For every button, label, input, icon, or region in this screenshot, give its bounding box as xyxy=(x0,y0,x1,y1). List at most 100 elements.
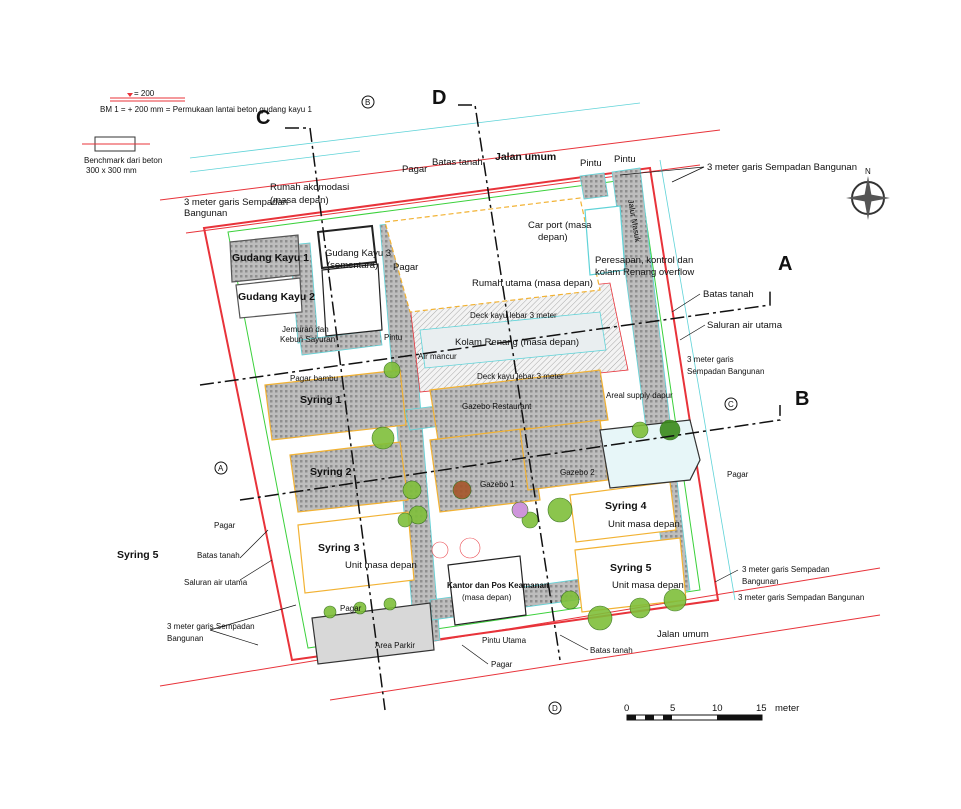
label-pagar-parkir: Pagar xyxy=(340,604,362,613)
svg-text:D: D xyxy=(552,704,558,713)
scale-tick-15: 15 xyxy=(756,703,767,714)
label-jalan-umum-top: Jalan umum xyxy=(495,151,556,163)
svg-text:kolam Renang overflow: kolam Renang overflow xyxy=(595,267,694,278)
svg-text:(masa depan): (masa depan) xyxy=(462,593,512,602)
label-gazebo-2: Gazebo 2 xyxy=(560,468,595,477)
label-kantor: Kantor dan Pos Keamanan xyxy=(447,581,549,590)
label-saluran-left: Saluran air utama xyxy=(184,578,248,587)
label-pintu-mid: Pintu xyxy=(384,333,402,342)
label-batas-tanah-bottom: Batas tanah xyxy=(590,646,633,655)
scale-tick-10: 10 xyxy=(712,703,723,714)
syring-2 xyxy=(289,441,409,513)
label-pagar-bambu: Pagar bambu xyxy=(290,374,338,383)
label-sempadan-right: 3 meter garis xyxy=(687,355,734,364)
benchmark-note: BM 1 = + 200 mm = Permukaan lantai beton… xyxy=(100,105,312,114)
scale-bar: 0 5 10 15 meter xyxy=(624,703,799,721)
scale-tick-0: 0 xyxy=(624,703,629,714)
leader-lines xyxy=(209,166,739,665)
label-batas-tanah-top: Batas tanah xyxy=(432,157,483,168)
label-syring-4: Syring 4 xyxy=(605,500,647,512)
gazebo-2 xyxy=(519,419,609,491)
label-pagar-left: Pagar xyxy=(214,521,236,530)
label-syring-5-outside: Syring 5 xyxy=(117,549,159,561)
label-jemuran: Jemuran dan xyxy=(282,325,329,334)
syring-1 xyxy=(264,369,407,441)
label-pagar-right: Pagar xyxy=(727,470,749,479)
section-b-label: B xyxy=(795,388,809,410)
elevation-marker-b: B xyxy=(361,95,375,109)
label-syring-3: Syring 3 xyxy=(318,542,360,554)
label-pagar-bottom: Pagar xyxy=(491,660,513,669)
kolam-ikan xyxy=(599,419,701,489)
gudang-kayu-1 xyxy=(229,234,301,283)
pool-area xyxy=(409,282,629,393)
label-jalan-umum-bottom: Jalan umum xyxy=(657,629,709,640)
kantor xyxy=(447,555,527,626)
label-areal-supply: Areal supply dapur xyxy=(606,391,673,400)
peresapan xyxy=(584,205,626,276)
label-area-parkir: Area Parkir xyxy=(375,641,415,650)
label-sempadan-top-left: 3 meter garis Sempadan xyxy=(184,197,288,208)
label-deck-1: Deck kayu lebar 3 meter xyxy=(470,311,557,320)
label-deck-2: Deck kayu lebar 3 meter xyxy=(477,372,564,381)
label-pagar-top: Pagar xyxy=(402,164,427,175)
benchmark-level: = 200 xyxy=(134,89,155,98)
elevation-marker-a: A xyxy=(214,461,228,475)
label-pintu-utama: Pintu Utama xyxy=(482,636,527,645)
label-pagar-gudang: Pagar xyxy=(393,262,418,273)
section-d-label: D xyxy=(432,87,446,109)
elevation-marker-c: C xyxy=(724,397,738,411)
gudang-kayu-3 xyxy=(321,263,383,337)
label-batas-tanah-left: Batas tanah xyxy=(197,551,240,560)
label-gudang-kayu-1: Gudang Kayu 1 xyxy=(232,252,309,264)
rumah-akomodasi xyxy=(316,224,378,270)
svg-text:Kebun Sayuran: Kebun Sayuran xyxy=(280,335,335,344)
site-boundary xyxy=(202,166,720,662)
benchmark-detail: = 200 BM 1 = + 200 mm = Permukaan lantai… xyxy=(82,89,312,175)
elevation-marker-d: D xyxy=(548,701,562,715)
label-batas-tanah-right: Batas tanah xyxy=(703,289,754,300)
label-kolam-renang: Kolam Renang (masa depan) xyxy=(455,337,579,348)
label-pintu-1: Pintu xyxy=(580,158,602,169)
label-car-port: Car port (masa xyxy=(528,220,592,231)
label-peresapan: Peresapan, kontrol dan xyxy=(595,255,693,266)
label-gudang-kayu-2: Gudang Kayu 2 xyxy=(238,291,315,303)
scale-tick-5: 5 xyxy=(670,703,675,714)
label-syring-1: Syring 1 xyxy=(300,394,342,406)
label-rumah-akomodasi-sub: (masa depan) xyxy=(270,195,329,206)
label-rumah-utama: Rumah utama (masa depan) xyxy=(472,278,593,289)
section-lines xyxy=(199,104,781,711)
label-saluran-right: Saluran air utama xyxy=(707,320,783,331)
benchmark-size: 300 x 300 mm xyxy=(86,166,137,175)
label-gudang-kayu-3: Gudang Kayu 3 xyxy=(325,248,391,259)
svg-text:(sementara): (sementara) xyxy=(327,260,378,271)
label-sempadan-top-right: 3 meter garis Sempadan Bangunan xyxy=(707,162,857,173)
label-syring-2: Syring 2 xyxy=(310,466,352,478)
scale-unit: meter xyxy=(775,703,799,714)
syring-4 xyxy=(569,481,677,543)
section-a-label: A xyxy=(778,253,792,275)
buildings xyxy=(229,197,701,665)
svg-text:Sempadan Bangunan: Sempadan Bangunan xyxy=(687,367,764,376)
section-markers: C D A B B C A D xyxy=(214,87,809,715)
label-gazebo-1: Gazebo 1 xyxy=(480,480,515,489)
label-sempadan-bottom-left: 3 meter garis Sempadan xyxy=(167,622,255,631)
label-pintu-2: Pintu xyxy=(614,154,636,165)
dimension-lines xyxy=(189,102,736,601)
svg-text:A: A xyxy=(218,464,224,473)
vegetation xyxy=(323,361,687,631)
label-unit-4: Unit masa depan xyxy=(608,519,680,530)
svg-text:B: B xyxy=(365,98,370,107)
svg-text:depan): depan) xyxy=(538,232,568,243)
svg-text:N: N xyxy=(865,167,871,176)
label-sempadan-bottom-right-2: 3 meter garis Sempadan Bangunan xyxy=(738,593,864,602)
plan-labels: Jalan umum Pintu Pintu Pagar Batas tanah… xyxy=(117,151,864,669)
label-rumah-akomodasi: Rumah akomodasi xyxy=(270,182,349,193)
svg-text:Bangunan: Bangunan xyxy=(742,577,778,586)
benchmark-title: Benchmark dari beton xyxy=(84,156,162,165)
label-unit-3: Unit masa depan xyxy=(345,560,417,571)
svg-text:Bangunan: Bangunan xyxy=(184,208,227,219)
svg-text:C: C xyxy=(728,400,734,409)
label-unit-5: Unit masa depan xyxy=(612,580,684,591)
